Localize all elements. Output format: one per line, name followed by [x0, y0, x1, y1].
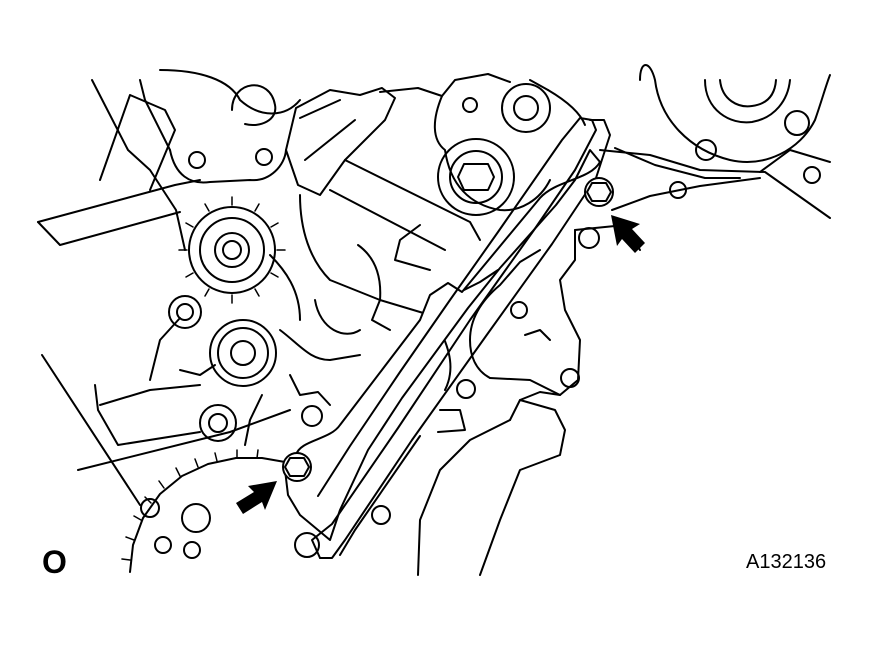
crank-angle-sensor-plate	[121, 449, 286, 573]
bolt-holes	[140, 97, 821, 558]
lower-guide-bolt	[282, 452, 312, 482]
view-letter-label: O	[42, 544, 67, 580]
idler-pulley	[168, 295, 277, 442]
engine-block-outline	[37, 64, 831, 576]
camshaft-pulley	[437, 83, 551, 216]
figure-id-label: A132136	[746, 551, 827, 573]
timing-chain-guide	[284, 117, 611, 559]
arrow-icon	[611, 215, 645, 253]
arrow-icon	[236, 481, 277, 514]
crankshaft-timing-gear	[178, 196, 286, 304]
upper-guide-bolt	[584, 177, 614, 207]
